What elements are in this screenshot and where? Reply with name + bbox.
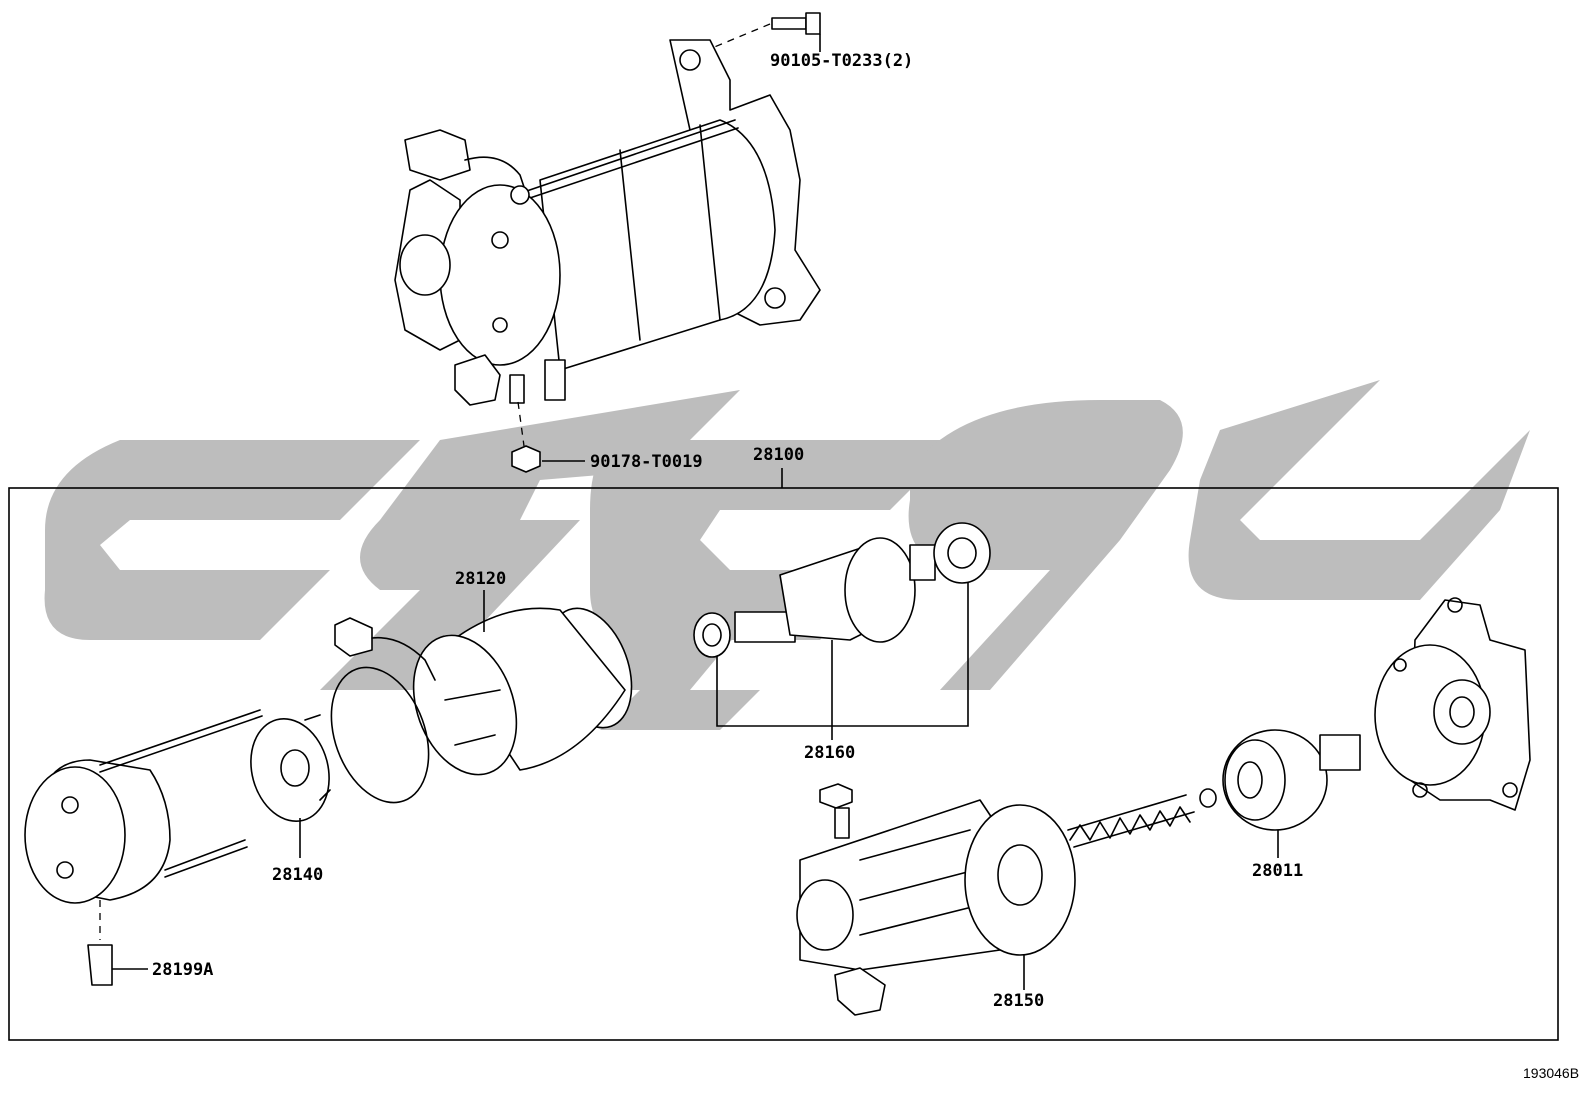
end-frame bbox=[24, 709, 263, 986]
label-yoke: 28120 bbox=[455, 569, 506, 589]
label-armature: 28160 bbox=[804, 743, 855, 763]
label-clutch: 28011 bbox=[1252, 861, 1303, 881]
label-nut: 90178-T0019 bbox=[590, 452, 703, 472]
label-switch: 28150 bbox=[993, 991, 1044, 1011]
label-brush-holder: 28140 bbox=[272, 865, 323, 885]
drive-housing bbox=[1374, 597, 1531, 811]
clutch-28011 bbox=[1067, 729, 1361, 858]
figure-ref-code: 193046B bbox=[1523, 1065, 1579, 1081]
bolt-90105 bbox=[711, 12, 821, 49]
label-bolt: 90105-T0233(2) bbox=[770, 51, 913, 71]
brush-holder-28140 bbox=[250, 714, 331, 858]
nut-90178 bbox=[511, 401, 585, 473]
starter-assembly-drawing bbox=[394, 39, 821, 406]
field-frame-28120 bbox=[330, 590, 633, 804]
armature-28160 bbox=[693, 522, 991, 740]
magnetic-switch-28150 bbox=[796, 783, 1076, 1016]
assembly-box bbox=[8, 468, 1559, 1041]
label-assembly: 28100 bbox=[753, 445, 804, 465]
label-terminal: 28199A bbox=[152, 960, 213, 980]
watermark-logo bbox=[44, 380, 1530, 730]
